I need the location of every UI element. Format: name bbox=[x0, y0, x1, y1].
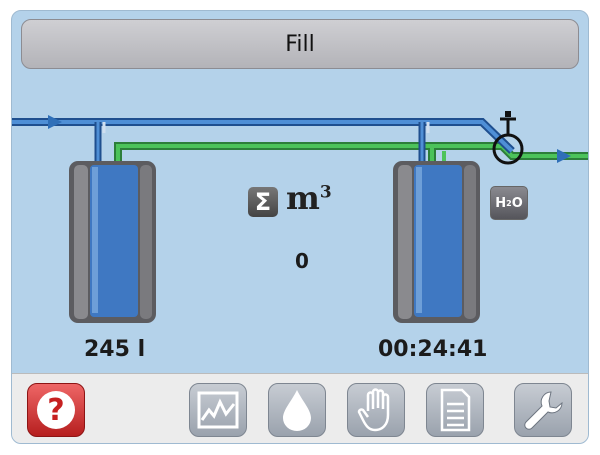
volume-value: 0 bbox=[295, 249, 309, 273]
elapsed-time-value: 00:24:41 bbox=[378, 337, 488, 362]
chart-icon bbox=[197, 391, 239, 429]
process-diagram bbox=[12, 111, 588, 323]
water-drop-icon bbox=[283, 390, 311, 431]
flow-arrow-in-icon bbox=[48, 115, 62, 129]
hand-icon bbox=[357, 388, 390, 432]
document-button[interactable] bbox=[426, 383, 484, 437]
bottom-toolbar: ? bbox=[12, 373, 588, 443]
volume-unit: m3 bbox=[286, 179, 332, 217]
title-bar: Fill bbox=[21, 19, 579, 69]
hmi-screen: Fill bbox=[11, 10, 589, 444]
tank-right bbox=[393, 161, 480, 323]
wrench-icon bbox=[524, 391, 563, 430]
settings-button[interactable] bbox=[514, 383, 572, 437]
help-button[interactable]: ? bbox=[27, 383, 85, 437]
document-icon bbox=[440, 388, 471, 432]
blue-pipe bbox=[12, 118, 515, 161]
tank-level-value: 245 l bbox=[84, 337, 146, 362]
sum-icon: Σ bbox=[248, 187, 278, 217]
page-title: Fill bbox=[285, 31, 315, 57]
valve-icon[interactable] bbox=[492, 111, 524, 165]
tank-left bbox=[69, 161, 156, 323]
flow-arrow-out-icon bbox=[557, 149, 571, 163]
water-button[interactable] bbox=[268, 383, 326, 437]
manual-button[interactable] bbox=[347, 383, 405, 437]
chart-button[interactable] bbox=[189, 383, 247, 437]
help-icon: ? bbox=[37, 391, 75, 429]
